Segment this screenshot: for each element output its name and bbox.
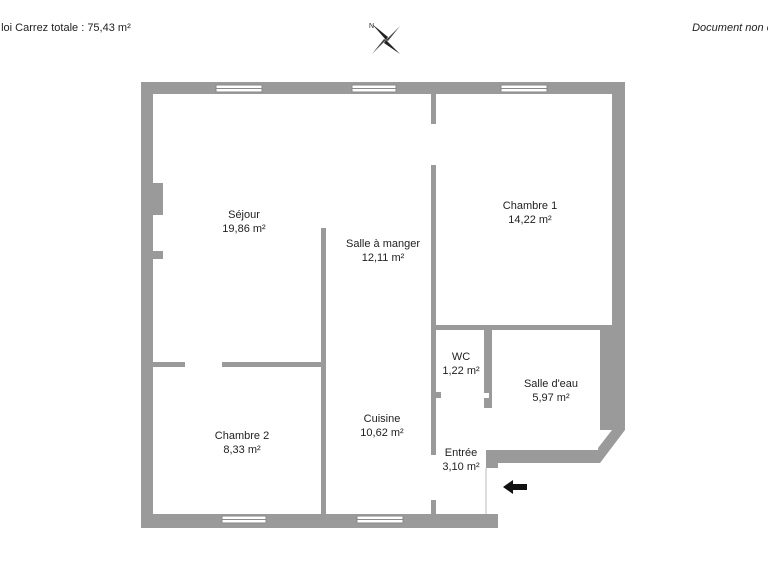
compass-rose-icon: N bbox=[369, 23, 400, 54]
wall-bottom bbox=[141, 514, 498, 528]
room-salle-deau: Salle d'eau 5,97 m² bbox=[524, 377, 578, 405]
wall-chambre1-left bbox=[431, 165, 436, 455]
room-cuisine: Cuisine 10,62 m² bbox=[360, 412, 403, 440]
wall-entree-stub bbox=[431, 500, 436, 514]
room-area: 3,10 m² bbox=[442, 461, 480, 473]
room-chambre2: Chambre 2 8,33 m² bbox=[215, 429, 269, 457]
room-name: Entrée bbox=[444, 447, 478, 459]
room-area: 10,62 m² bbox=[360, 427, 404, 439]
room-area: 8,33 m² bbox=[223, 444, 261, 456]
disclaimer-label: Document non cor bbox=[692, 22, 768, 34]
room-salle-a-manger: Salle à manger 12,11 m² bbox=[346, 237, 420, 265]
wall-partition-right bbox=[222, 362, 325, 367]
wall-left bbox=[141, 82, 153, 528]
wall-cuisine-left bbox=[321, 228, 326, 514]
walls bbox=[141, 82, 625, 528]
wall-wc-right-bottom bbox=[484, 398, 489, 408]
wall-chambre1-top bbox=[431, 94, 436, 124]
wall-wc-right-top bbox=[484, 325, 489, 393]
wall-right-upper bbox=[612, 82, 625, 382]
wall-chambre1-bottom bbox=[431, 325, 612, 330]
room-name: Séjour bbox=[228, 209, 260, 221]
room-area: 19,86 m² bbox=[222, 223, 266, 235]
wall-right-corner bbox=[598, 382, 625, 463]
room-name: Cuisine bbox=[363, 413, 401, 425]
room-area: 14,22 m² bbox=[508, 214, 552, 226]
room-name: Chambre 2 bbox=[214, 430, 270, 442]
surface-total-label: cie loi Carrez totale : 75,43 m² bbox=[0, 22, 131, 34]
wall-sde-right bbox=[600, 330, 612, 430]
wall-partition-left bbox=[153, 362, 185, 367]
compass-north-label: N bbox=[369, 23, 374, 30]
room-chambre1: Chambre 1 14,22 m² bbox=[503, 199, 557, 227]
room-wc: WC 1,22 m² bbox=[442, 350, 479, 378]
room-area: 5,97 m² bbox=[532, 392, 570, 404]
entrance-arrow-icon bbox=[503, 480, 527, 494]
wall-sde-left bbox=[489, 330, 492, 408]
window-lines bbox=[216, 88, 547, 520]
room-name: Chambre 1 bbox=[502, 200, 558, 212]
room-sejour: Séjour 19,86 m² bbox=[222, 208, 265, 236]
room-area: 12,11 m² bbox=[361, 252, 405, 264]
wall-entree-step bbox=[486, 456, 498, 464]
room-name: Salle à manger bbox=[346, 238, 420, 250]
wall-bump-top bbox=[153, 183, 163, 215]
room-entree: Entrée 3,10 m² bbox=[442, 446, 479, 474]
room-area: 1,22 m² bbox=[442, 365, 480, 377]
wall-entree-bottom bbox=[486, 450, 600, 468]
room-name: WC bbox=[451, 351, 471, 363]
wall-bump-bottom bbox=[153, 251, 163, 259]
room-name: Salle d'eau bbox=[523, 378, 579, 390]
wall-wc-door-stub bbox=[436, 392, 441, 398]
